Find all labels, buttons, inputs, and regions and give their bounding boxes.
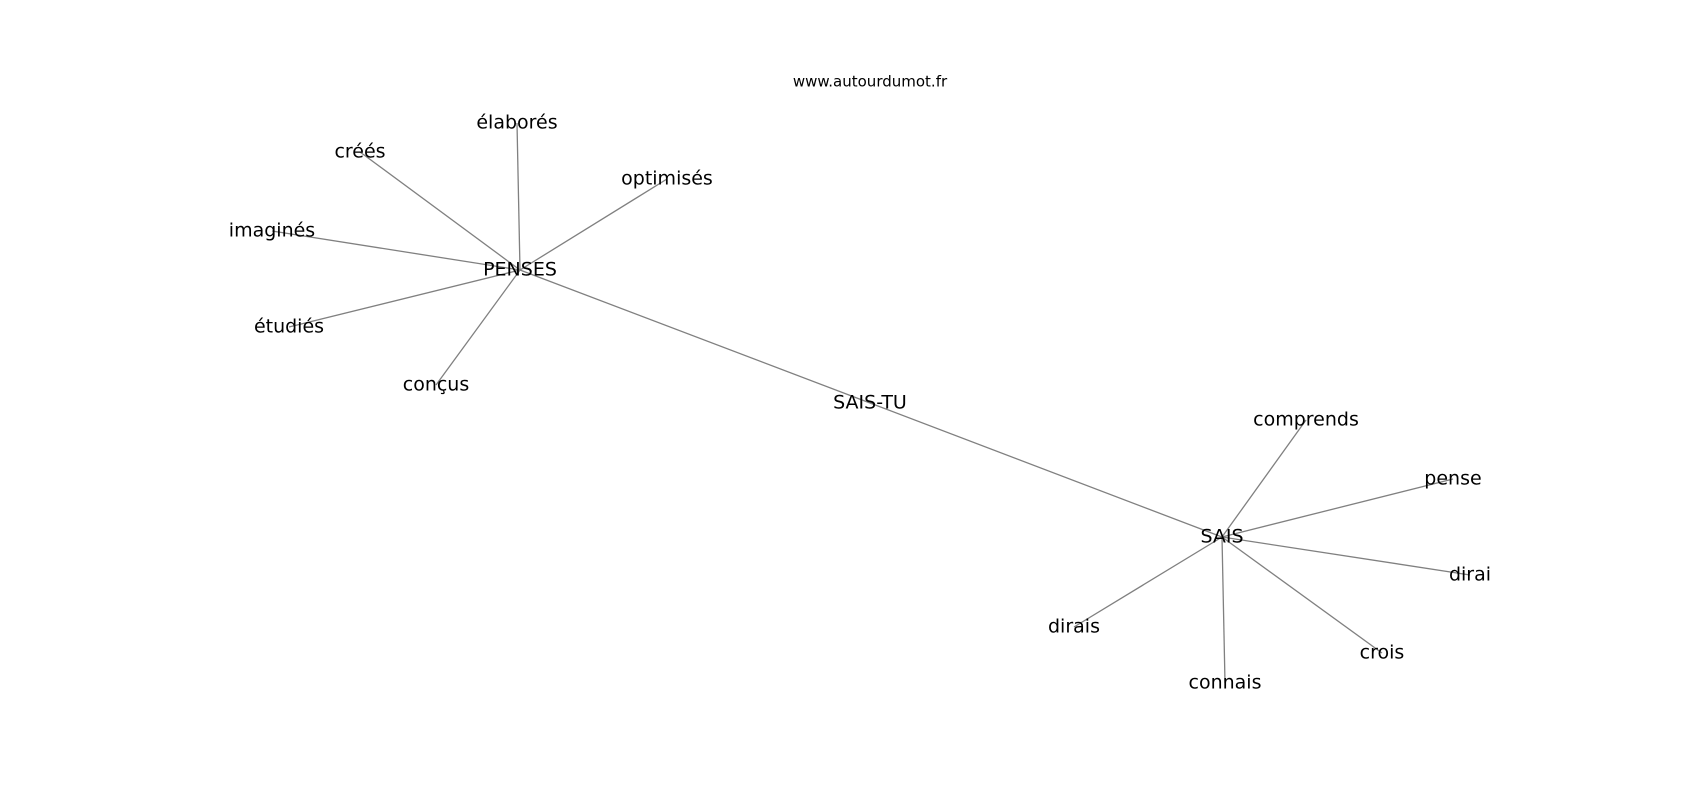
edge-sais-comprends <box>1221 419 1307 538</box>
node-concus: conçus <box>403 374 470 396</box>
watermark-text: www.autourdumot.fr <box>793 73 948 91</box>
edges-layer <box>271 122 1471 684</box>
node-pense: pense <box>1424 468 1481 490</box>
edge-penses-imagines <box>271 230 521 271</box>
edge-sais-pense <box>1221 478 1454 538</box>
edge-penses-etudies <box>288 269 521 328</box>
edge-penses-crees <box>359 151 521 271</box>
node-elabores: élaborés <box>476 112 557 134</box>
edge-penses-concus <box>435 269 521 386</box>
node-penses: PENSES <box>483 259 557 281</box>
edge-sais-dirai <box>1221 536 1471 576</box>
node-dirais: dirais <box>1048 616 1100 638</box>
edge-penses-elabores <box>516 122 521 271</box>
edge-sais-dirais <box>1073 536 1223 628</box>
node-sais: SAIS <box>1200 526 1243 548</box>
edge-penses-optimises <box>519 178 668 271</box>
node-sais-tu: SAIS-TU <box>833 392 907 414</box>
node-crois: crois <box>1360 642 1405 664</box>
edge-sais-tu-sais <box>869 402 1223 538</box>
labels-layer: SAIS-TU PENSES SAIS élaborés créés optimisés i… <box>229 112 1491 694</box>
node-comprends: comprends <box>1253 409 1359 431</box>
node-connais: connais <box>1189 672 1262 694</box>
edge-sais-connais <box>1221 536 1226 684</box>
edge-sais-crois <box>1221 536 1383 654</box>
edge-sais-tu-penses <box>519 269 871 404</box>
node-optimises: optimisés <box>621 168 713 190</box>
node-etudies: étudiés <box>254 316 324 338</box>
node-crees: créés <box>334 141 385 163</box>
node-imagines: imaginés <box>229 220 315 242</box>
node-dirai: dirai <box>1449 564 1491 586</box>
